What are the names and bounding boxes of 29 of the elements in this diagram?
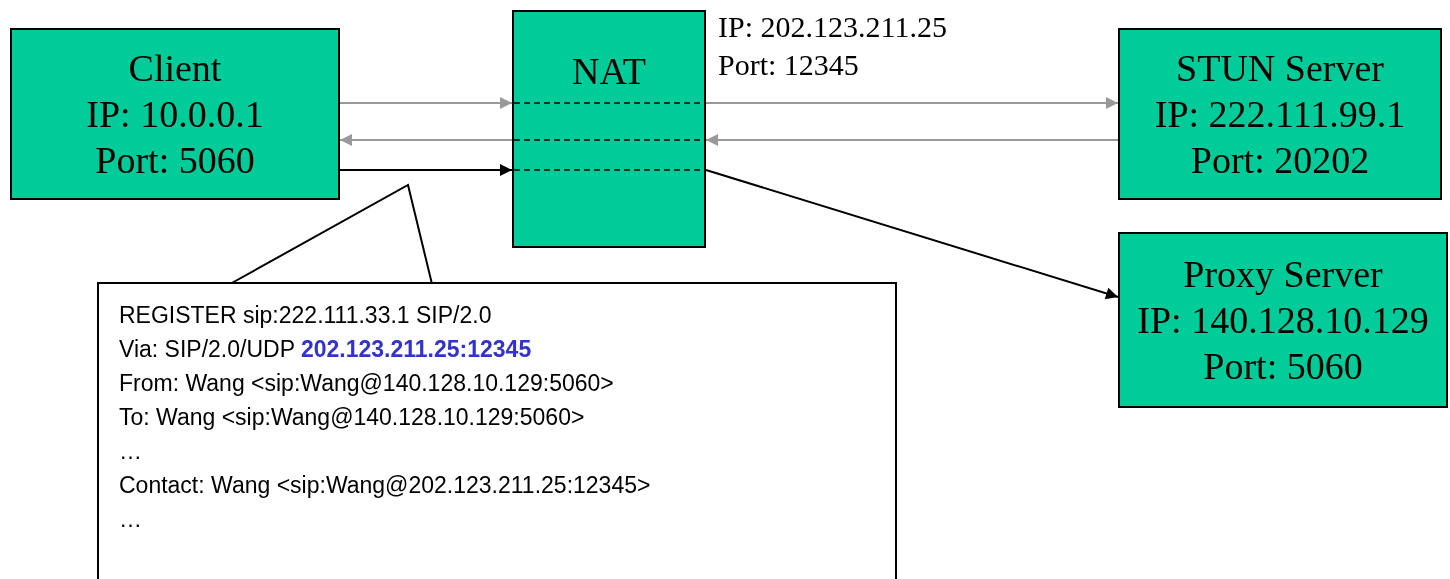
address-text: Port: 12345 xyxy=(718,47,859,83)
server-box xyxy=(10,28,340,200)
address-text: Port: 5060 xyxy=(1203,344,1363,389)
node-title: Proxy Server xyxy=(1183,252,1383,297)
arrow xyxy=(339,134,513,146)
message-line: … xyxy=(119,437,142,466)
address-text: IP: 202.123.211.25 xyxy=(718,9,947,45)
node-title: NAT xyxy=(572,49,646,94)
address-text: IP: 222.111.99.1 xyxy=(1154,92,1406,137)
message-line: Contact: Wang <sip:Wang@202.123.211.25:12345> xyxy=(119,471,651,500)
arrow xyxy=(705,97,1119,109)
message-line: To: Wang <sip:Wang@140.128.10.129:5060> xyxy=(119,403,585,432)
node-title: Client xyxy=(128,46,222,91)
address-text: IP: 10.0.0.1 xyxy=(86,92,264,137)
server-box xyxy=(1118,232,1448,408)
arrow xyxy=(339,97,513,109)
arrow xyxy=(705,169,1119,300)
address-text: Port: 20202 xyxy=(1190,138,1370,183)
address-text: Port: 5060 xyxy=(95,138,255,183)
message-line: … xyxy=(119,505,142,534)
message-line: From: Wang <sip:Wang@140.128.10.129:5060> xyxy=(119,369,614,398)
nat-box xyxy=(512,10,706,248)
address-text: IP: 140.128.10.129 xyxy=(1137,298,1429,343)
message-line: Via: SIP/2.0/UDP 202.123.211.25:12345 xyxy=(119,335,532,364)
node-title: STUN Server xyxy=(1176,46,1384,91)
arrow xyxy=(339,164,513,176)
server-box xyxy=(1118,28,1442,200)
message-line: REGISTER sip:222.111.33.1 SIP/2.0 xyxy=(119,301,492,330)
arrow xyxy=(705,134,1119,146)
